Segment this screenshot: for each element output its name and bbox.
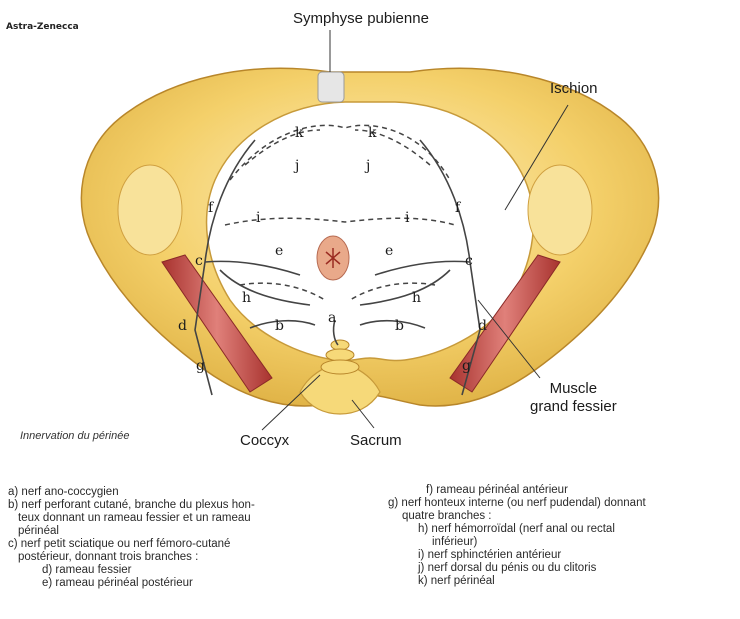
legend-left-line-5: c) nerf petit sciatique ou nerf fémoro-c… [8,538,255,551]
legend-right-line-2: g) nerf honteux interne (ou nerf pudenda… [388,497,646,510]
muscle-label: Muscle grand fessier [530,380,617,416]
legend-left-line-6: postérieur, donnant trois branches : [8,551,255,564]
legend-left-line-2: b) nerf perforant cutané, branche du ple… [8,499,255,512]
nerve-label-c-right: c [465,253,473,269]
nerve-label-a: a [328,310,336,326]
legend-right-line-8: k) nerf périnéal [388,575,646,588]
legend-right-line-7: j) nerf dorsal du pénis ou du clitoris [388,562,646,575]
nerve-label-c-left: c [195,253,203,269]
legend-left-line-1: a) nerf ano-coccygien [8,486,255,499]
legend-right-line-4: h) nerf hémorroïdal (nerf anal ou rectal [388,523,646,536]
legend-right-line-6: i) nerf sphinctérien antérieur [388,549,646,562]
legend-right-line-5: inférieur) [388,536,646,549]
coccyx-label: Coccyx [240,432,289,449]
legend-right-line-1: f) rameau périnéal antérieur [388,484,646,497]
legend-left-line-7: d) rameau fessier [8,564,255,577]
nerve-label-h-right: h [412,290,421,306]
nerve-label-e-right: e [385,243,393,259]
pelvis-diagram: k k j j f f i i e e c c h h b b d d a g … [0,0,740,470]
nerve-label-i-right: i [405,210,410,226]
nerve-label-k-right: k [368,125,377,141]
nerve-label-d-left: d [178,318,187,334]
legend-left-line-3: teux donnant un rameau fessier et un ram… [8,512,255,525]
legend-right-line-3: quatre branches : [388,510,646,523]
muscle-label-line2: grand fessier [530,398,617,416]
nerve-label-d-right: d [478,318,487,334]
nerve-label-g-left: g [196,358,205,374]
coccyx-seg-2 [326,349,354,361]
ischion-left [118,165,182,255]
symphyse-label: Symphyse pubienne [293,10,429,27]
muscle-label-line1: Muscle [530,380,617,398]
nerve-label-k-left: k [295,125,304,141]
nerve-label-b-left: b [275,318,284,334]
nerve-label-i-left: i [256,210,261,226]
sacrum-label: Sacrum [350,432,402,449]
ischion-label: Ischion [550,80,598,97]
nerve-label-b-right: b [395,318,404,334]
nerve-label-g-right: g [462,358,471,374]
legend-left-line-4: périnéal [8,525,255,538]
legend-right: f) rameau périnéal antérieur g) nerf hon… [388,484,646,588]
figure-caption: Innervation du périnée [20,430,129,442]
coccyx-seg-3 [321,360,359,374]
nerve-label-e-left: e [275,243,283,259]
nerve-label-h-left: h [242,290,251,306]
legend-left: a) nerf ano-coccygien b) nerf perforant … [8,486,255,590]
legend-left-line-8: e) rameau périnéal postérieur [8,577,255,590]
symphysis-cartilage [318,72,344,102]
ischion-right [528,165,592,255]
